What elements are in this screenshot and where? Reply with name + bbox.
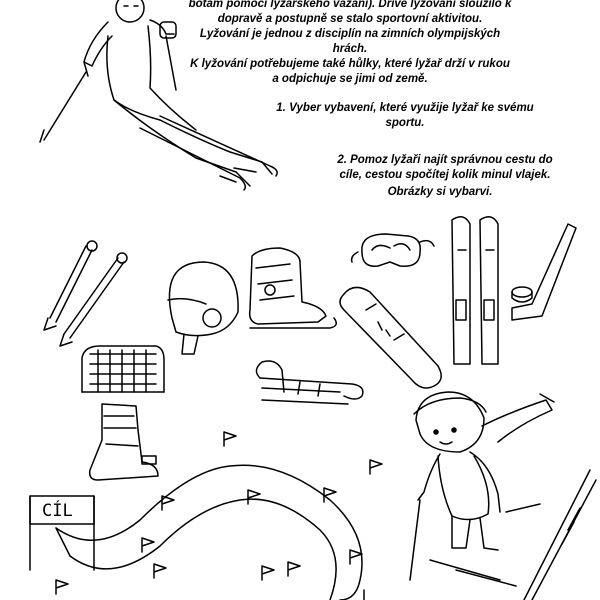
intro-line: Lyžování je jednou z disciplín na zimníc…: [199, 28, 501, 40]
intro-line: dopravě a postupně se stalo sportovní ak…: [217, 13, 483, 25]
task-3-instruction: Obrázky si vybarvi.: [330, 185, 550, 200]
slalom-flag-icon: [55, 431, 383, 600]
finish-banner: CÍL: [29, 495, 95, 571]
intro-paragraph: botám pomocí lyžařského vázání). Dříve l…: [180, 0, 520, 87]
task-2-line: 2. Pomoz lyžaři najít správnou cestu do: [337, 154, 553, 166]
ski-track-path: [55, 464, 363, 600]
skis-icon: [451, 216, 499, 365]
task-1-instruction: 1. Vyber vybavení, které využije lyžař k…: [240, 101, 570, 131]
child-skier-illustration: [409, 391, 555, 587]
skis-icon: [523, 469, 597, 600]
hockey-puck-icon: [511, 286, 533, 303]
task-1-line: sportu.: [385, 117, 425, 129]
ice-skate-icon: [248, 247, 337, 329]
intro-line: hrách.: [332, 43, 368, 55]
hockey-stick-icon: [511, 223, 577, 321]
intro-line: a odpichuje se jimi od země.: [272, 73, 428, 85]
task-2-instruction: 2. Pomoz lyžaři najít správnou cestu do …: [300, 153, 590, 183]
finish-label: CÍL: [42, 499, 73, 521]
ski-poles-icon: [43, 240, 128, 347]
hockey-goal-icon: [81, 345, 165, 393]
task-1-line: 1. Vyber vybavení, které využije lyžař k…: [276, 102, 534, 114]
intro-line: botám pomocí lyžařského vázání). Dříve l…: [188, 0, 512, 10]
snowboard-icon: [339, 286, 442, 389]
task-2-line: cíle, cestou spočítej kolik minul vlajek…: [339, 169, 551, 181]
ski-goggles-icon: [350, 233, 435, 267]
intro-line: K lyžování potřebujeme také hůlky, které…: [190, 58, 510, 70]
ski-boot-icon: [88, 403, 159, 481]
sled-icon: [255, 360, 364, 405]
task-3-line: Obrázky si vybarvi.: [387, 186, 493, 198]
helmet-icon: [167, 261, 239, 355]
skier-illustration: [39, 0, 278, 191]
